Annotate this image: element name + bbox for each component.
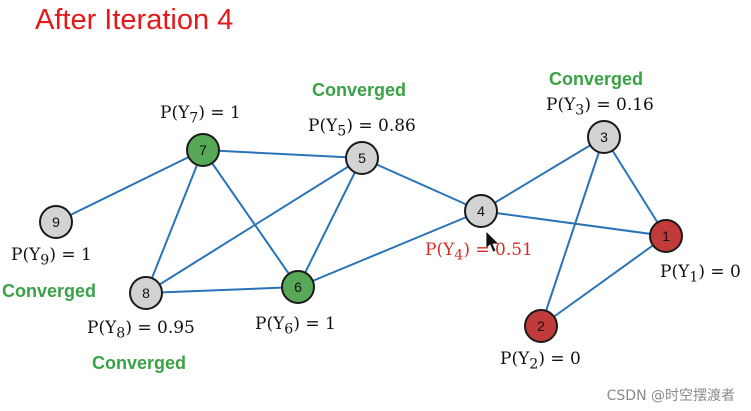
prob-label-5: P(Y5) = 0.86: [308, 116, 416, 140]
edge-3-1: [603, 136, 667, 237]
node-circle-9: [39, 205, 73, 239]
node-circle-5: [345, 141, 379, 175]
prob-label-6: P(Y6) = 1: [255, 314, 336, 338]
node-circle-4: [464, 194, 498, 228]
edge-5-4: [361, 157, 482, 212]
node-label-8: 8: [142, 285, 150, 301]
node-9: 9: [39, 205, 73, 239]
node-7: 7: [186, 133, 220, 167]
node-circle-8: [129, 276, 163, 310]
edges-layer: [55, 136, 667, 327]
node-2: 2: [524, 309, 558, 343]
node-6: 6: [281, 270, 315, 304]
node-3: 3: [587, 120, 621, 154]
prob-label-9: P(Y9) = 1: [11, 245, 92, 269]
prob-value-2: 0: [570, 349, 581, 369]
prob-label-4: P(Y4) = 0.51: [425, 240, 533, 264]
prob-label-7: P(Y7) = 1: [160, 103, 241, 127]
watermark: CSDN @时空摆渡者: [606, 388, 735, 404]
converged-label-8: Converged: [92, 353, 187, 373]
prob-value-5: 0.86: [378, 116, 416, 136]
prob-value-7: 1: [230, 103, 241, 123]
node-circle-2: [524, 309, 558, 343]
node-label-4: 4: [477, 203, 485, 219]
node-label-5: 5: [358, 150, 366, 166]
node-label-9: 9: [52, 214, 60, 230]
prob-value-8: 0.95: [157, 318, 195, 338]
node-label-3: 3: [600, 129, 608, 145]
prob-label-2: P(Y2) = 0: [500, 349, 581, 373]
node-circle-3: [587, 120, 621, 154]
node-label-1: 1: [662, 228, 670, 244]
node-circle-1: [649, 219, 683, 253]
prob-value-3: 0.16: [616, 95, 654, 115]
edge-4-3: [480, 136, 605, 212]
edge-8-6: [145, 286, 299, 294]
nodes-layer: 1 2 3 4 5 6 7 8 9: [39, 120, 683, 343]
node-label-7: 7: [199, 142, 207, 158]
node-8: 8: [129, 276, 163, 310]
node-label-2: 2: [537, 318, 545, 334]
node-circle-7: [186, 133, 220, 167]
edge-7-6: [202, 149, 299, 288]
node-circle-6: [281, 270, 315, 304]
node-1: 1: [649, 219, 683, 253]
prob-value-9: 1: [81, 245, 92, 265]
edge-3-2: [540, 136, 605, 327]
edge-7-8: [145, 149, 204, 294]
prob-value-4: 0.51: [495, 240, 533, 260]
edge-5-6: [297, 157, 363, 288]
node-label-6: 6: [294, 279, 302, 295]
node-5: 5: [345, 141, 379, 175]
edge-1-2: [540, 235, 667, 327]
converged-label-9: Converged: [2, 281, 97, 301]
converged-label-5: Converged: [312, 80, 407, 100]
page-title: After Iteration 4: [35, 4, 234, 36]
prob-value-6: 1: [325, 314, 336, 334]
prob-value-1: 0: [730, 262, 741, 282]
prob-label-1: P(Y1) = 0: [660, 262, 741, 286]
edge-7-5: [202, 149, 363, 159]
node-4: 4: [464, 194, 498, 228]
edge-4-1: [480, 210, 667, 237]
cursor-icon: [485, 230, 500, 253]
edge-5-8: [145, 157, 363, 294]
edge-9-7: [55, 149, 204, 223]
prob-label-3: P(Y3) = 0.16: [546, 95, 654, 119]
prob-label-8: P(Y8) = 0.95: [87, 318, 195, 342]
edge-6-4: [297, 210, 482, 288]
converged-label-3: Converged: [549, 69, 644, 89]
